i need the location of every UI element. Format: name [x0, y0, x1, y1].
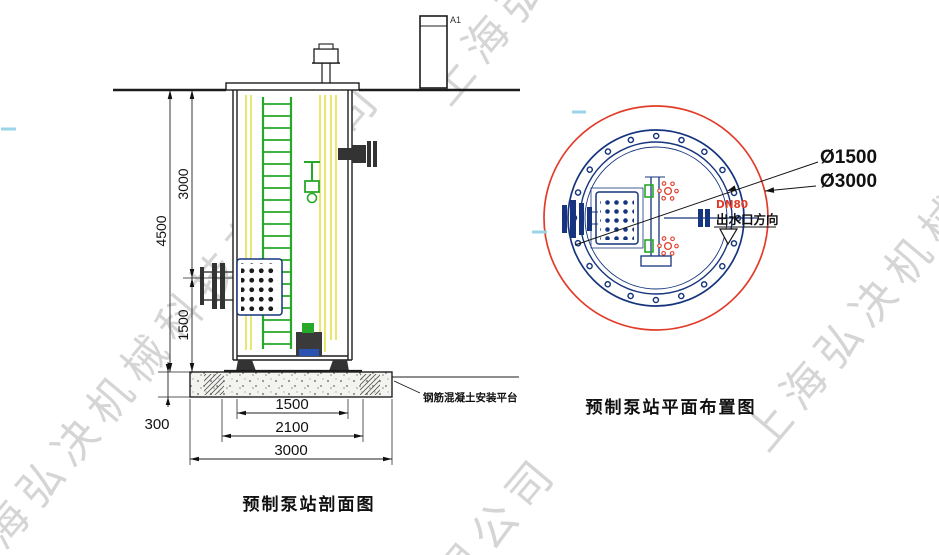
- submersible-pump: [296, 323, 322, 356]
- direction-arrow: [719, 228, 739, 246]
- dim-base-thickness: 300: [144, 416, 169, 433]
- plan-bottom-bracket: [640, 255, 672, 267]
- control-cabinet: A1: [419, 15, 461, 89]
- plan-inlet-flange: [562, 200, 598, 238]
- dim-base-width: 3000: [274, 442, 307, 459]
- excavation-circle: [543, 105, 769, 331]
- dim-upper-height: 3000: [175, 168, 191, 199]
- plan-view-title: 预制泵站平面布置图: [586, 397, 757, 418]
- plan-strainer-basket: [590, 187, 644, 249]
- valve: [304, 161, 320, 204]
- tank-lid: [225, 82, 360, 91]
- dim-inner-diameter: Ø1500: [820, 147, 877, 168]
- plan-pump-1: [644, 180, 679, 202]
- inlet-flange: [212, 263, 217, 309]
- cad-artifact-marks: [1, 110, 586, 234]
- inlet-end-flange: [200, 267, 204, 305]
- diameter-leaders: Ø1500 Ø3000: [574, 147, 877, 246]
- inlet-flange: [220, 263, 225, 309]
- outlet-direction-label: 出水口方向: [716, 212, 779, 227]
- guide-pipes: [245, 95, 337, 352]
- platform-callout: 钢筋混凝土安装平台: [392, 376, 519, 404]
- platform-label: 钢筋混凝土安装平台: [423, 391, 518, 404]
- dim-outer-diameter: Ø3000: [820, 171, 877, 192]
- dim-tank-width: 1500: [275, 396, 308, 413]
- outlet-callout: DN80 出水口方向: [714, 199, 779, 246]
- outlet-nozzle: [338, 141, 377, 167]
- tank-shell: [225, 82, 360, 361]
- dim-total-height: 4500: [153, 215, 169, 246]
- plan-outlet-pipe: [664, 209, 757, 227]
- vent-pipe: [312, 43, 340, 83]
- outlet-size-label: DN80: [716, 199, 748, 211]
- section-dimensions: 4500 3000 1500 300 1500 2100 3000: [144, 90, 393, 465]
- section-view: A1: [113, 15, 520, 515]
- dim-lower-height: 1500: [175, 309, 191, 340]
- strainer-holes: [241, 263, 278, 311]
- inlet-assembly: [200, 258, 283, 316]
- tank-feet: [224, 360, 362, 373]
- foundation: [189, 371, 393, 398]
- plan-pump-2: [644, 235, 679, 257]
- plan-view: Ø1500 Ø3000 DN80 出水口方向 预制泵站平面布置图: [543, 105, 877, 418]
- cabinet-label: A1: [450, 15, 461, 25]
- section-view-title: 预制泵站剖面图: [243, 494, 376, 515]
- dim-platform-width: 2100: [275, 419, 308, 436]
